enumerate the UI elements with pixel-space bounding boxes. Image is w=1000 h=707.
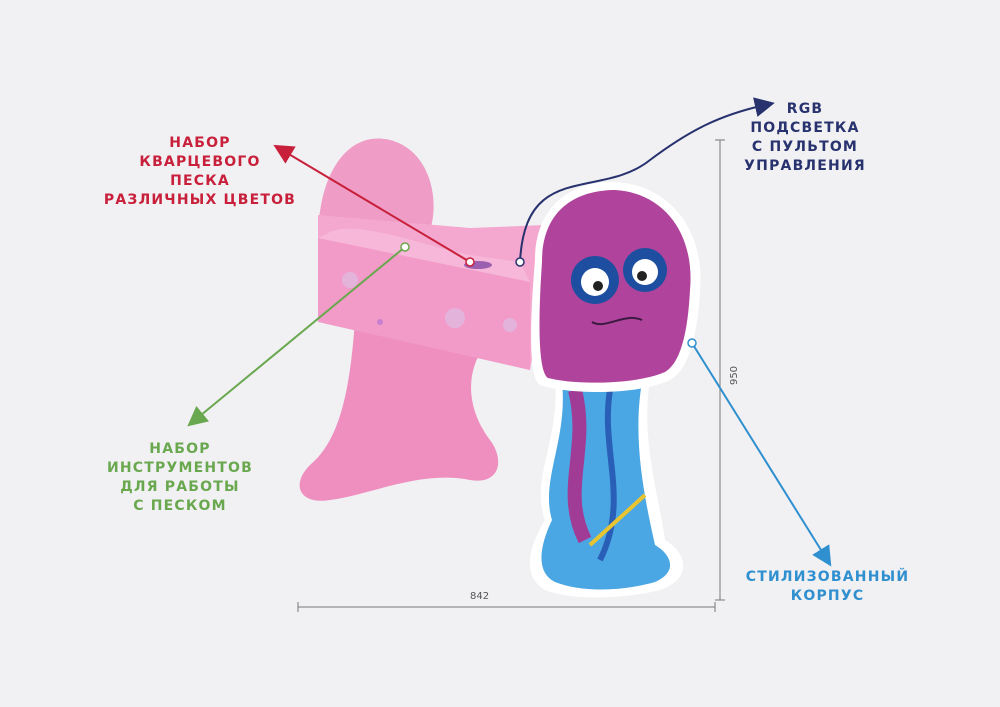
callout-styled-body: СТИЛИЗОВАННЫЙ КОРПУС <box>735 568 920 606</box>
rgb-arrow <box>519 97 775 263</box>
sand-arrow <box>273 144 471 263</box>
tools-arrow <box>187 246 406 427</box>
callout-rgb-light: RGB ПОДСВЕТКА С ПУЛЬТОМ УПРАВЛЕНИЯ <box>740 100 870 176</box>
callout-line: СТИЛИЗОВАННЫЙ <box>745 569 910 585</box>
height-dimension-label: 950 <box>729 365 741 386</box>
callout-line: ИНСТРУМЕНТОВ <box>106 460 254 476</box>
callout-line: НАБОР <box>149 441 211 457</box>
callout-line: КВАРЦЕВОГО <box>139 154 261 170</box>
callout-tools-set: НАБОР ИНСТРУМЕНТОВ ДЛЯ РАБОТЫ С ПЕСКОМ <box>95 440 265 516</box>
width-dimension-label: 842 <box>470 591 490 602</box>
callout-line: ПОДСВЕТКА <box>750 120 860 136</box>
callout-line: УПРАВЛЕНИЯ <box>744 158 866 174</box>
callout-line: НАБОР <box>169 135 231 151</box>
callout-sand-set: НАБОР КВАРЦЕВОГО ПЕСКА РАЗЛИЧНЫХ ЦВЕТОВ <box>100 134 300 210</box>
callout-line: КОРПУС <box>790 588 865 604</box>
callout-line: ПЕСКА <box>170 173 230 189</box>
callout-line: ДЛЯ РАБОТЫ <box>120 479 240 495</box>
callout-line: RGB <box>786 101 824 117</box>
callout-line: С ПЕСКОМ <box>133 498 227 514</box>
callout-line: С ПУЛЬТОМ <box>751 139 859 155</box>
left-leg <box>299 320 499 501</box>
callout-line: РАЗЛИЧНЫХ ЦВЕТОВ <box>103 192 297 208</box>
body-arrow <box>691 342 832 567</box>
